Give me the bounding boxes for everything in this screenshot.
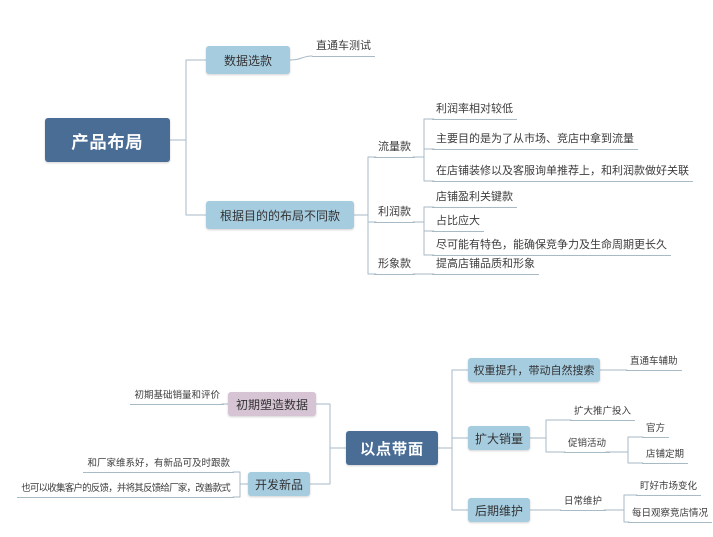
leaf-watch-rivals[interactable]: 每日观察竞店情况 (628, 507, 713, 523)
leaf-traffic-style[interactable]: 流量款 (374, 140, 415, 158)
topic-layout-by-purpose[interactable]: 根据目的的布局不同款 (206, 201, 354, 229)
leaf-promotion[interactable]: 促销活动 (564, 437, 611, 453)
leaf-profit-style[interactable]: 利润款 (374, 205, 415, 223)
leaf-promo-official[interactable]: 官方 (642, 422, 670, 438)
leaf-promo-shop[interactable]: 店铺定期 (642, 448, 689, 464)
leaf-ztc-assist[interactable]: 直通车辅助 (626, 355, 682, 371)
topic-develop-new[interactable]: 开发新品 (248, 472, 310, 496)
leaf-daily-maintain[interactable]: 日常维护 (560, 495, 607, 511)
topic-point-to-surface[interactable]: 以点带面 (346, 431, 438, 465)
leaf-expand-invest[interactable]: 扩大推广投入 (570, 405, 636, 421)
leaf-profit-note-2[interactable]: 占比应大 (432, 214, 484, 232)
leaf-image-style[interactable]: 形象款 (374, 257, 415, 275)
leaf-ztc-test[interactable]: 直通车测试 (312, 39, 375, 57)
leaf-develop-note-2[interactable]: 也可以收集客户的反馈，并将其反馈给厂家，改善款式 (17, 482, 234, 498)
leaf-watch-market[interactable]: 盯好市场变化 (636, 480, 702, 496)
topic-expand-sales[interactable]: 扩大销量 (468, 426, 530, 450)
leaf-profit-note-3[interactable]: 尽可能有特色，能确保竞争力及生命周期更长久 (432, 238, 671, 256)
leaf-develop-note-1[interactable]: 和厂家维系好，有新品可及时跟款 (83, 457, 234, 473)
leaf-traffic-note-2[interactable]: 主要目的是为了从市场、竞店中拿到流量 (432, 132, 638, 150)
topic-initial-data[interactable]: 初期塑造数据 (228, 392, 316, 416)
topic-later-maintain[interactable]: 后期维护 (468, 498, 530, 522)
leaf-traffic-note-3[interactable]: 在店铺装修以及客服询单推荐上，和利润款做好关联 (432, 164, 693, 182)
leaf-image-note[interactable]: 提高店铺品质和形象 (432, 257, 539, 275)
topic-product-layout[interactable]: 产品布局 (45, 118, 170, 162)
topic-data-selection[interactable]: 数据选款 (206, 46, 290, 74)
leaf-profit-note-1[interactable]: 店铺盈利关键款 (432, 190, 517, 208)
topic-weight-boost[interactable]: 权重提升，带动自然搜索 (468, 358, 600, 382)
leaf-initial-note[interactable]: 初期基础销量和评价 (130, 389, 224, 405)
leaf-traffic-note-1[interactable]: 利润率相对较低 (432, 102, 517, 120)
